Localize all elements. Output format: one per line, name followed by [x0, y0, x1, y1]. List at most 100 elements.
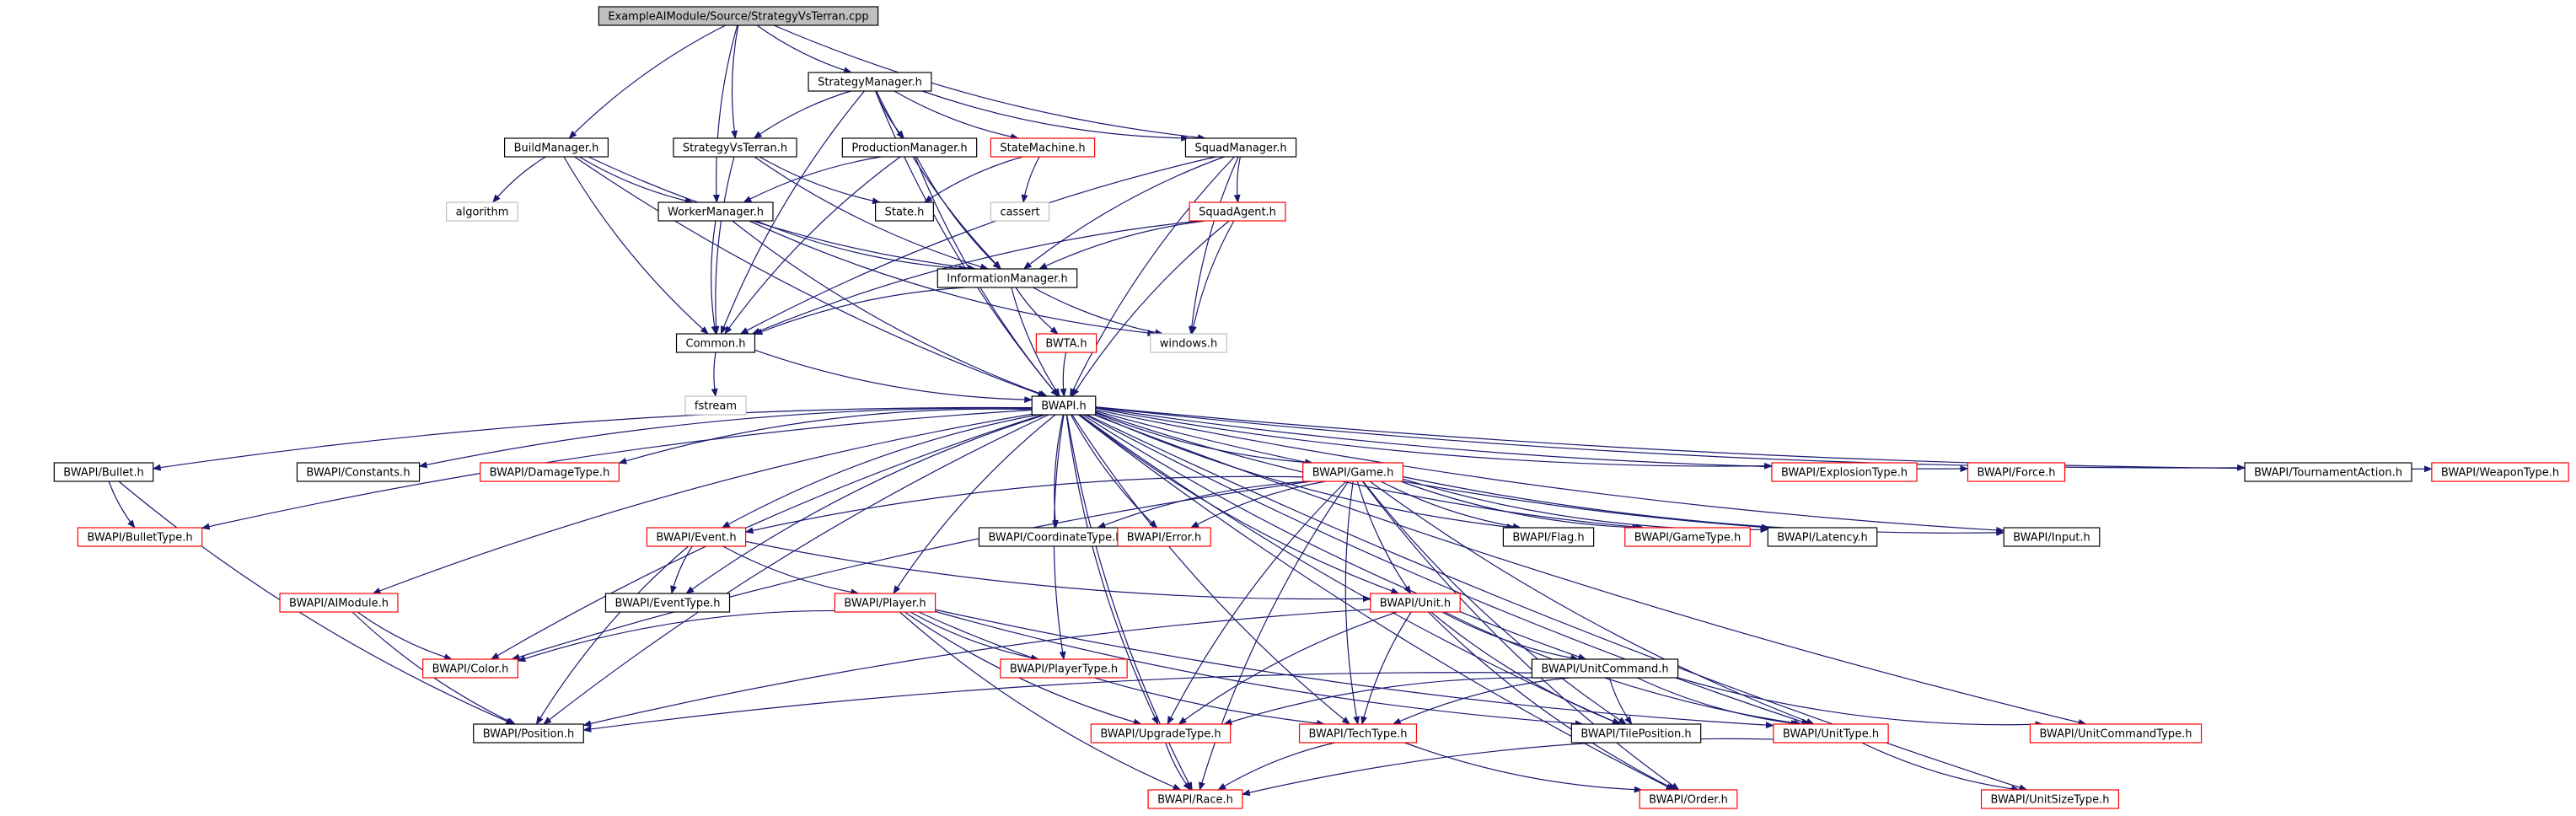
- node-gametype[interactable]: BWAPI/GameType.h: [1624, 527, 1751, 547]
- node-label: windows.h: [1160, 338, 1217, 351]
- node-force[interactable]: BWAPI/Force.h: [1967, 462, 2066, 482]
- node-bwta[interactable]: BWTA.h: [1035, 333, 1097, 353]
- edge-bwapi-to-weapontype: [1095, 406, 2433, 473]
- node-box: [2431, 462, 2569, 482]
- node-unitcommand[interactable]: BWAPI/UnitCommand.h: [1531, 658, 1679, 679]
- node-box: [422, 658, 518, 679]
- node-latency[interactable]: BWAPI/Latency.h: [1767, 527, 1878, 547]
- node-explosiontype[interactable]: BWAPI/ExplosionType.h: [1771, 462, 1918, 482]
- node-damagetype[interactable]: BWAPI/DamageType.h: [480, 462, 620, 482]
- node-label: StrategyVsTerran.h: [683, 142, 787, 155]
- edge-player-to-color: [517, 609, 835, 663]
- node-box: [675, 333, 756, 353]
- node-windows[interactable]: windows.h: [1150, 333, 1227, 353]
- node-strategyvsterran[interactable]: StrategyVsTerran.h: [673, 137, 797, 158]
- node-position[interactable]: BWAPI/Position.h: [473, 723, 584, 744]
- node-informationmanager[interactable]: InformationManager.h: [936, 268, 1078, 288]
- node-squadagent[interactable]: SquadAgent.h: [1189, 201, 1286, 222]
- node-box: [1302, 462, 1403, 482]
- node-box: [446, 201, 518, 222]
- node-order[interactable]: BWAPI/Order.h: [1639, 789, 1738, 809]
- node-label: BWAPI/GameType.h: [1634, 532, 1741, 545]
- node-box: [936, 268, 1078, 288]
- node-unitsizetype[interactable]: BWAPI/UnitSizeType.h: [1980, 789, 2120, 809]
- node-error[interactable]: BWAPI/Error.h: [1117, 527, 1211, 547]
- node-strategymanager[interactable]: StrategyManager.h: [808, 72, 932, 92]
- node-label: BWAPI/Flag.h: [1512, 532, 1584, 545]
- edge-game-to-flag: [1380, 480, 1521, 530]
- node-box: [296, 462, 421, 482]
- edge-squadagent-to-bwapi: [1071, 220, 1230, 397]
- node-constants[interactable]: BWAPI/Constants.h: [296, 462, 421, 482]
- node-bullettype[interactable]: BWAPI/BulletType.h: [77, 527, 203, 547]
- edge-game-to-techtype: [1344, 480, 1360, 725]
- node-box: [53, 462, 154, 482]
- node-unittype[interactable]: BWAPI/UnitType.h: [1773, 723, 1889, 744]
- node-box: [834, 593, 936, 613]
- node-box: [657, 201, 774, 222]
- node-box: [684, 395, 747, 416]
- node-race[interactable]: BWAPI/Race.h: [1147, 789, 1243, 809]
- node-label: BWAPI/UnitType.h: [1783, 728, 1879, 741]
- edge-game-to-gametype: [1400, 480, 1641, 531]
- node-buildmanager[interactable]: BuildManager.h: [504, 137, 609, 158]
- node-color[interactable]: BWAPI/Color.h: [422, 658, 518, 679]
- node-label: StateMachine.h: [1000, 142, 1085, 155]
- node-label: BWAPI/Order.h: [1649, 794, 1728, 807]
- node-squadmanager[interactable]: SquadManager.h: [1184, 137, 1297, 158]
- node-eventtype[interactable]: BWAPI/EventType.h: [604, 593, 731, 613]
- node-productionmanager[interactable]: ProductionManager.h: [841, 137, 978, 158]
- node-label: BWAPI/TournamentAction.h: [2254, 467, 2402, 480]
- node-coordinatetype[interactable]: BWAPI/CoordinateType.h: [978, 527, 1133, 547]
- edge-workermanager-to-informationmanager: [755, 220, 968, 272]
- edge-game-to-input: [1403, 475, 2005, 536]
- edge-bwapi-to-damagetype: [618, 408, 1033, 464]
- node-common[interactable]: Common.h: [675, 333, 756, 353]
- node-event[interactable]: BWAPI/Event.h: [646, 527, 747, 547]
- node-bwapi[interactable]: BWAPI.h: [1031, 395, 1097, 416]
- node-bullet[interactable]: BWAPI/Bullet.h: [53, 462, 154, 482]
- edge-strategyvsterran-to-common: [712, 156, 735, 335]
- edge-bwapi-to-game: [1095, 412, 1314, 466]
- edge-bwapi-to-aimodule: [372, 413, 1033, 594]
- node-cassert[interactable]: cassert: [990, 201, 1050, 222]
- edge-squadmanager-to-squadagent: [1233, 156, 1242, 203]
- node-algorithm[interactable]: algorithm: [446, 201, 518, 222]
- edge-unitcommand-to-unittype: [1637, 677, 1800, 727]
- edge-bullet-to-bullettype: [108, 480, 136, 529]
- node-box: [279, 593, 399, 613]
- edge-root-to-strategyvsterran: [731, 24, 739, 139]
- node-label: State.h: [885, 207, 925, 219]
- node-playertype[interactable]: BWAPI/PlayerType.h: [1000, 658, 1128, 679]
- node-aimodule[interactable]: BWAPI/AIModule.h: [279, 593, 399, 613]
- node-weapontype[interactable]: BWAPI/WeaponType.h: [2431, 462, 2569, 482]
- node-unitcommandtype[interactable]: BWAPI/UnitCommandType.h: [2029, 723, 2203, 744]
- node-techtype[interactable]: BWAPI/TechType.h: [1298, 723, 1418, 744]
- node-tournamentaction[interactable]: BWAPI/TournamentAction.h: [2244, 462, 2412, 482]
- node-tileposition[interactable]: BWAPI/TilePosition.h: [1570, 723, 1702, 744]
- edge-strategyvsterran-to-informationmanager: [754, 156, 990, 271]
- node-upgradetype[interactable]: BWAPI/UpgradeType.h: [1090, 723, 1232, 744]
- node-game[interactable]: BWAPI/Game.h: [1302, 462, 1403, 482]
- node-player[interactable]: BWAPI/Player.h: [834, 593, 936, 613]
- node-workermanager[interactable]: WorkerManager.h: [657, 201, 774, 222]
- node-box: [990, 201, 1050, 222]
- node-state[interactable]: State.h: [875, 201, 934, 222]
- node-label: fstream: [695, 400, 737, 413]
- edge-unit-to-tileposition: [1430, 611, 1622, 725]
- edge-event-to-unit: [745, 540, 1371, 603]
- node-box: [1031, 395, 1097, 416]
- edge-bwapi-to-latency: [1095, 410, 1770, 531]
- node-label: BWAPI/Unit.h: [1380, 598, 1451, 610]
- node-flag[interactable]: BWAPI/Flag.h: [1502, 527, 1595, 547]
- node-label: BWTA.h: [1045, 338, 1087, 351]
- edge-bwapi-to-techtype: [1071, 414, 1350, 725]
- node-unit[interactable]: BWAPI/Unit.h: [1370, 593, 1461, 613]
- node-statemachine[interactable]: StateMachine.h: [990, 137, 1096, 158]
- node-root[interactable]: ExampleAIModule/Source/StrategyVsTerran.…: [598, 6, 879, 26]
- node-input[interactable]: BWAPI/Input.h: [2003, 527, 2101, 547]
- node-label: BWAPI/DamageType.h: [490, 467, 610, 480]
- node-fstream[interactable]: fstream: [684, 395, 747, 416]
- edge-root-to-squadmanager: [773, 24, 1206, 142]
- edge-root-to-buildmanager: [568, 24, 727, 139]
